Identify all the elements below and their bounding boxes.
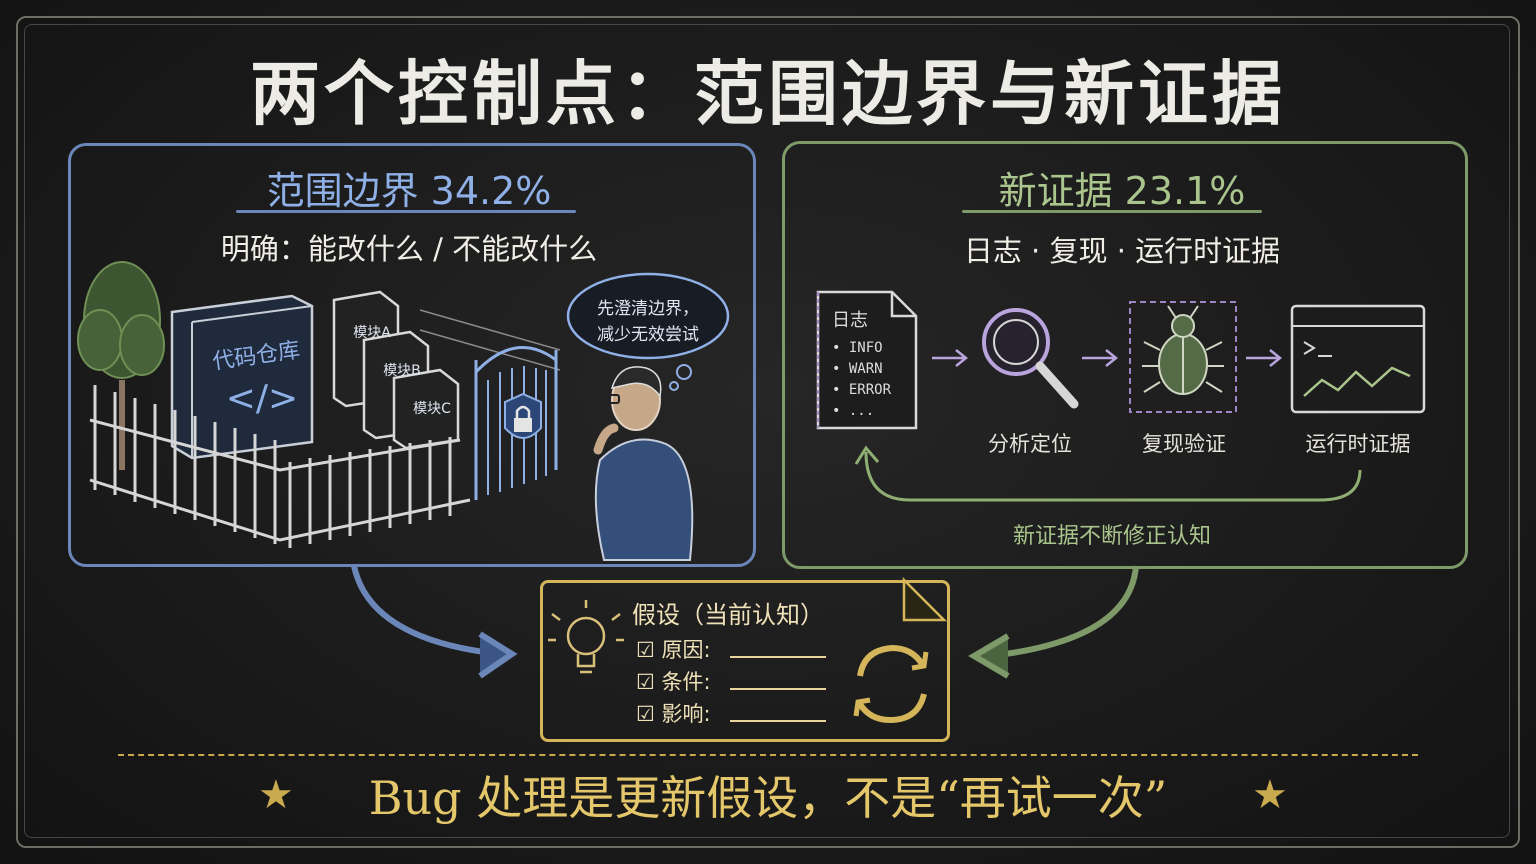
- new-evidence-subtitle: 日志 · 复现 · 运行时证据: [963, 234, 1281, 268]
- step-analyze-label: 分析定位: [988, 432, 1072, 456]
- module-documents: [332, 290, 460, 450]
- magnifier-icon: [982, 308, 1079, 409]
- condition-blank-line: [730, 688, 826, 690]
- lock-shield-icon: [504, 392, 542, 439]
- hypothesis-note-fold: [902, 576, 948, 622]
- scope-boundary-subtitle: 明确：能改什么 / 不能改什么: [220, 232, 598, 266]
- fence: [89, 309, 561, 548]
- page-title: 两个控制点：范围边界与新证据: [250, 52, 1286, 135]
- feedback-loop-arrow: [854, 445, 1362, 502]
- log-line-warn: • WARN: [832, 361, 883, 377]
- log-line-error: • ERROR: [832, 382, 892, 398]
- arrow-right-icon: [932, 349, 1283, 367]
- new-evidence-panel: [782, 141, 1468, 569]
- module-c-label: 模块C: [413, 401, 451, 417]
- code-brackets-icon: </>: [225, 378, 299, 419]
- new-evidence-heading: 新证据 23.1%: [998, 169, 1246, 213]
- star-icon-right: ★: [1252, 772, 1288, 818]
- hypothesis-row-impact: ☑ 影响:: [636, 702, 711, 726]
- evidence-heading-underline: [962, 210, 1262, 213]
- lightbulb-icon: [548, 600, 624, 674]
- bug-icon: [1129, 301, 1237, 413]
- evidence-to-hypothesis-arrow: [968, 565, 1139, 679]
- log-line-more: • ...: [832, 403, 875, 419]
- scope-heading-underline: [236, 210, 576, 213]
- board-inner-frame: [24, 24, 1510, 838]
- refresh-cycle-icon: [853, 644, 929, 724]
- hypothesis-title: 假设（当前认知）: [632, 601, 824, 629]
- module-b-label: 模块B: [383, 363, 421, 379]
- log-file-icon: [816, 290, 918, 430]
- star-icon-left: ★: [258, 772, 294, 818]
- impact-blank-line: [730, 720, 826, 722]
- log-title: 日志: [832, 310, 868, 331]
- developer-person-figure: [593, 366, 694, 561]
- tree-icon: [77, 261, 165, 470]
- step-reproduce-label: 复现验证: [1142, 432, 1226, 456]
- scope-to-hypothesis-arrow: [351, 565, 518, 679]
- code-repo-book-icon: [170, 294, 314, 460]
- bottom-takeaway: Bug 处理是更新假设，不是“再试一次”: [368, 771, 1168, 825]
- scope-boundary-panel: [68, 143, 756, 567]
- log-line-info: • INFO: [832, 340, 883, 356]
- hypothesis-row-condition: ☑ 条件:: [636, 670, 711, 694]
- step-runtime-label: 运行时证据: [1305, 432, 1411, 456]
- cause-blank-line: [730, 656, 826, 658]
- hypothesis-card: [540, 580, 950, 742]
- divider-dashed-line: [118, 754, 1418, 756]
- board-frame: [16, 16, 1520, 848]
- terminal-window-icon: [1290, 304, 1426, 414]
- feedback-loop-label: 新证据不断修正认知: [1012, 524, 1211, 549]
- module-a-label: 模块A: [353, 325, 391, 341]
- hypothesis-row-cause: ☑ 原因:: [636, 638, 711, 662]
- thought-line-1: 先澄清边界，: [597, 299, 699, 319]
- scope-boundary-heading: 范围边界 34.2%: [266, 169, 552, 213]
- thought-bubble: [566, 272, 730, 391]
- thought-line-2: 减少无效尝试: [597, 325, 699, 345]
